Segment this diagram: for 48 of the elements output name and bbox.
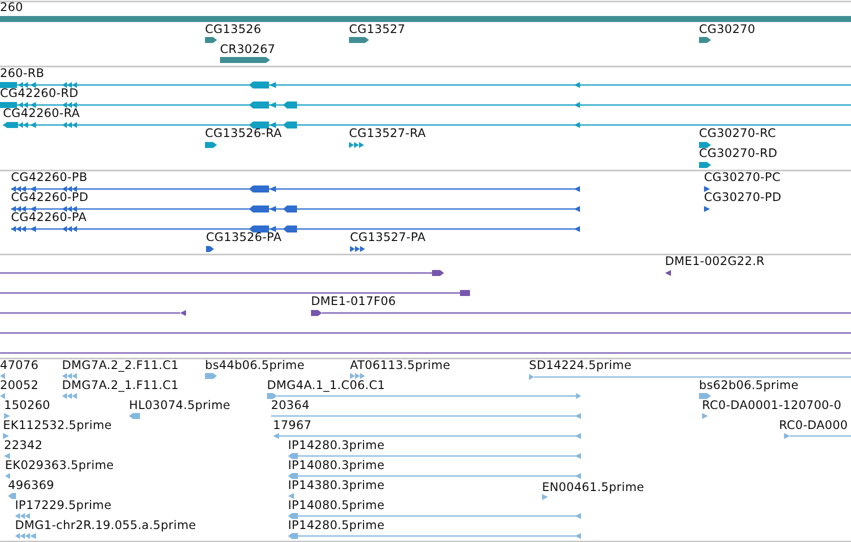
feature-label: IP14280.3prime [288, 440, 385, 451]
feature-label: 20052 [0, 380, 39, 391]
feature-label: CG13527 [349, 24, 406, 35]
feature-label: CG42260-PA [11, 212, 87, 223]
feature-label: DMG7A.2_1.F11.C1 [62, 380, 179, 391]
feature-label: 496369 [8, 480, 54, 491]
feature-label: DMG4A.1_1.C06.C1 [267, 380, 386, 391]
feature-label: IP14380.3prime [288, 480, 385, 491]
feature-label: 20364 [271, 400, 310, 411]
feature-label: IP17229.5prime [15, 500, 112, 511]
feature-label: EK112532.5prime [3, 420, 112, 431]
feature-label: DME1-002G22.R [665, 256, 765, 267]
feature-label: CG13527-PA [350, 232, 426, 243]
feature-label: CG13527-RA [349, 128, 426, 139]
feature-label: CG42260-RA [3, 108, 80, 119]
feature-label: 260 [0, 2, 24, 13]
feature-label: bs44b06.5prime [205, 360, 305, 371]
feature-label: CG42260-PD [11, 192, 88, 203]
feature-label: SD14224.5prime [529, 360, 632, 371]
feature-label: CG42260-PB [11, 172, 88, 183]
feature-label: CG30270 [699, 24, 756, 35]
feature-label: EN00461.5prime [542, 482, 644, 493]
feature-label: CG30270-RD [699, 148, 778, 159]
feature-label: 22342 [4, 440, 43, 451]
feature-label: IP14280.5prime [288, 520, 385, 531]
feature-label: 17967 [273, 420, 312, 431]
feature-label: DMG7A.2_2.F11.C1 [62, 360, 179, 371]
feature-label: CG42260-RD [0, 88, 78, 99]
feature-label: CG30270-RC [699, 128, 776, 139]
feature-label: 260-RB [0, 68, 44, 79]
feature-label: RC0-DA0001-120700-0 [702, 400, 842, 411]
feature-label: RC0-DA000 [779, 420, 848, 431]
feature-label: DMG1-chr2R.19.055.a.5prime [15, 520, 196, 531]
feature-label: CG30270-PD [704, 192, 782, 203]
feature-label: AT06113.5prime [350, 360, 450, 371]
feature-label: 47076 [0, 360, 39, 371]
feature-label: CG30270-PC [704, 172, 781, 183]
feature-label: CR30267 [220, 44, 276, 55]
feature-label: CG13526-RA [205, 128, 282, 139]
feature-label: DME1-017F06 [311, 296, 396, 307]
feature-label: bs62b06.5prime [699, 380, 799, 391]
feature-label: CG13526-PA [206, 232, 282, 243]
feature-label: IP14080.5prime [288, 500, 385, 511]
feature-label: 150260 [4, 400, 50, 411]
feature-label: CG13526 [205, 24, 262, 35]
feature-label: HL03074.5prime [129, 400, 230, 411]
feature-label: EK029363.5prime [5, 460, 114, 471]
feature-label: IP14080.3prime [288, 460, 385, 471]
